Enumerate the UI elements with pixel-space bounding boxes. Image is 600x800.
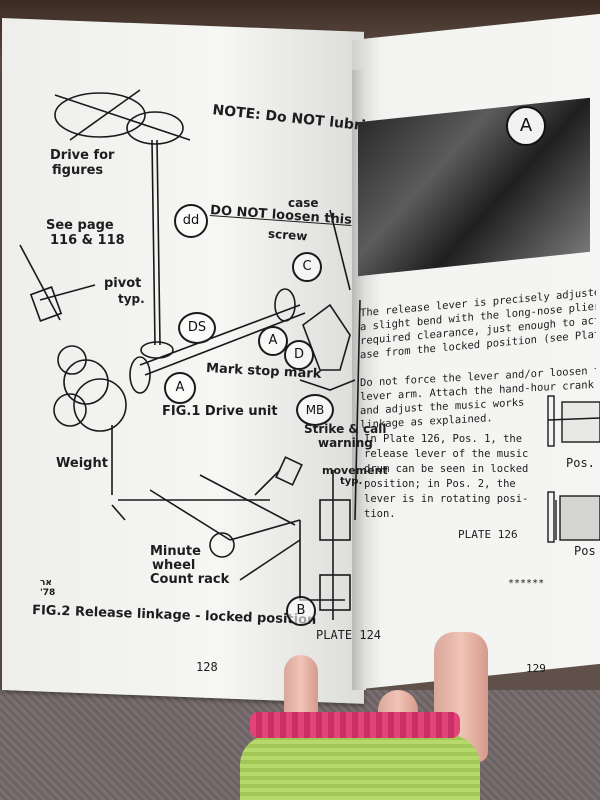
minute-line2: wheel: [152, 558, 196, 573]
pos-2-label: Pos: [574, 544, 596, 558]
p3-line: tion.: [364, 508, 396, 520]
page-number-left: 128: [196, 660, 218, 674]
weight-text: Weight: [56, 456, 108, 471]
stars-divider: ******: [508, 578, 545, 589]
case-text: case: [288, 196, 319, 210]
label-a-upper: A: [258, 326, 288, 356]
plate-126: PLATE 126: [458, 528, 518, 541]
count-rack-text: Count rack: [150, 572, 230, 587]
artist-initials: אר: [40, 578, 52, 588]
artist-year: '78: [40, 588, 56, 598]
p3-line: position; in Pos. 2, the: [364, 478, 516, 490]
pivot-typ-text: typ.: [118, 292, 145, 306]
photo-a-label: A: [506, 106, 546, 146]
pivot-text: pivot: [104, 276, 142, 291]
label-b: B: [286, 596, 316, 626]
label-dd: dd: [174, 204, 208, 238]
fig1-caption: FIG.1 Drive unit: [162, 404, 278, 419]
minute-line1: Minute: [150, 544, 201, 559]
label-d: D: [284, 340, 314, 370]
label-ds: DS: [178, 312, 216, 344]
see-page-line2: 116 & 118: [50, 233, 125, 248]
strike-line2: warning: [318, 436, 373, 450]
plate-124: PLATE 124: [316, 628, 382, 642]
p3-line: In Plate 126, Pos. 1, the: [364, 433, 523, 445]
movement-line2: typ.: [340, 476, 363, 487]
knitted-glove: [240, 735, 480, 800]
label-c: C: [292, 252, 322, 282]
p3-line: drum can be seen in locked: [364, 463, 529, 475]
drive-label-line2: figures: [52, 163, 104, 178]
strike-line1: Strike & call: [304, 422, 387, 436]
see-page-line1: See page: [46, 218, 114, 233]
p3-line: release lever of the music: [364, 448, 529, 460]
pos-1-label: Pos.: [566, 456, 595, 470]
drive-label-line1: Drive for: [50, 148, 115, 163]
label-a-lower: A: [164, 372, 196, 404]
paragraph-3: In Plate 126, Pos. 1, the release lever …: [364, 432, 534, 522]
movement-line1: movement: [322, 464, 388, 477]
page-number-right: 129: [526, 662, 546, 675]
p3-line: lever is in rotating posi-: [364, 493, 529, 505]
label-mb: MB: [296, 394, 334, 426]
glove-trim: [250, 712, 460, 738]
